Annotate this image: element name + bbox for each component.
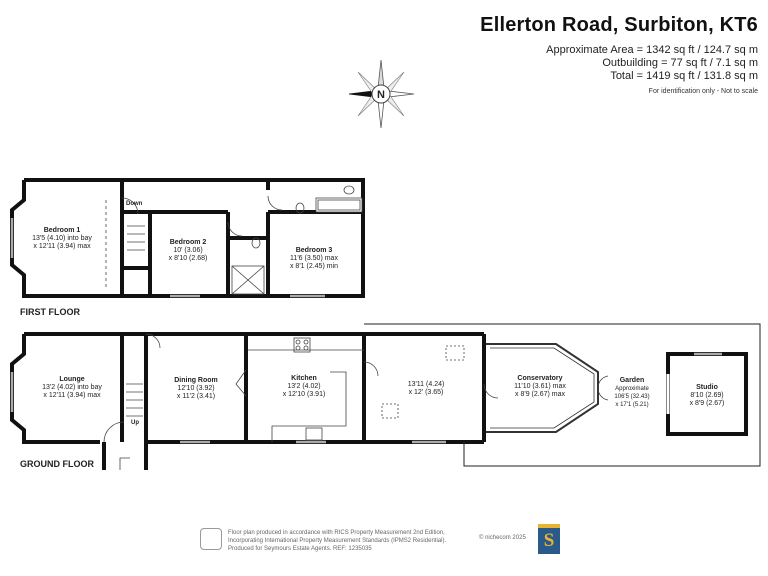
first-floor-fixtures xyxy=(105,185,363,295)
room-name: Bedroom 1 xyxy=(44,227,81,234)
first-floor-label: FIRST FLOOR xyxy=(20,307,80,317)
ground-floor-fixtures xyxy=(103,333,609,470)
room-name: Lounge xyxy=(59,376,84,383)
room-dims: 12'10 (3.92) xyxy=(177,385,214,392)
property-title: Ellerton Road, Surbiton, KT6 xyxy=(480,14,758,36)
agent-logo: S xyxy=(538,524,560,554)
room-garden: Garden Approximate 106'5 (32.43) x 17'1 … xyxy=(614,377,649,408)
measurement-standard-icon xyxy=(200,528,222,550)
copyright: © nichecom 2025 xyxy=(479,535,526,541)
room-name: Kitchen xyxy=(291,375,317,382)
room-bedroom-2: Bedroom 2 10' (3.06) x 8'10 (2.68) xyxy=(169,239,208,262)
scale-disclaimer: For identification only - Not to scale xyxy=(648,88,758,95)
room-dims: x 8'9 (2.67) xyxy=(690,400,725,407)
room-dims: 10' (3.06) xyxy=(173,247,202,254)
room-dims: 11'6 (3.50) max xyxy=(290,255,338,262)
room-dims: Approximate xyxy=(615,386,649,392)
room-dims: x 17'1 (5.21) xyxy=(615,402,648,408)
room-dims: 13'11 (4.24) xyxy=(408,381,445,388)
room-dims: 8'10 (2.69) xyxy=(690,392,723,399)
approximate-area: Approximate Area = 1342 sq ft / 124.7 sq… xyxy=(546,44,758,56)
room-name: Bedroom 2 xyxy=(170,239,207,246)
room-dims: 13'2 (4.02) xyxy=(287,383,320,390)
ground-floor-windows xyxy=(10,352,722,444)
room-dims: 13'2 (4.02) into bay xyxy=(42,384,102,391)
room-name: Studio xyxy=(696,384,718,391)
room-dims: x 12'11 (3.94) max xyxy=(33,243,91,250)
stair-up-label: Up xyxy=(131,420,139,426)
first-floor-plan xyxy=(10,178,365,298)
compass-north-label: N xyxy=(377,89,385,101)
room-dims: x 8'1 (2.45) min xyxy=(290,263,338,270)
footer-line: Incorporating International Property Mea… xyxy=(228,538,447,544)
room-conservatory: Conservatory 11'10 (3.61) max x 8'9 (2.6… xyxy=(514,375,566,398)
room-dims: 106'5 (32.43) xyxy=(614,394,649,400)
room-dims: x 8'10 (2.68) xyxy=(169,255,208,262)
ground-floor-label: GROUND FLOOR xyxy=(20,459,94,469)
room-dims: x 12'11 (3.94) max xyxy=(43,392,101,399)
room-dims: x 12'10 (3.91) xyxy=(283,391,326,398)
room-kitchen: Kitchen 13'2 (4.02) x 12'10 (3.91) xyxy=(283,375,326,398)
room-studio: Studio 8'10 (2.69) x 8'9 (2.67) xyxy=(690,384,725,407)
first-floor-windows xyxy=(10,218,325,298)
room-dims: x 8'9 (2.67) max xyxy=(515,391,565,398)
room-dims: x 12' (3.65) xyxy=(409,389,444,396)
room-name: Garden xyxy=(620,377,645,384)
stair-down-label: Down xyxy=(126,201,143,207)
footer-line: Produced for Seymours Estate Agents. REF… xyxy=(228,546,372,552)
ground-floor-plan xyxy=(10,332,486,470)
room-dims: x 11'2 (3.41) xyxy=(177,393,215,400)
room-name: Dining Room xyxy=(174,377,218,384)
room-name: Bedroom 3 xyxy=(296,247,333,254)
room-lounge: Lounge 13'2 (4.02) into bay x 12'11 (3.9… xyxy=(42,376,102,399)
room-dims: 11'10 (3.61) max xyxy=(514,383,566,390)
outbuilding-area: Outbuilding = 77 sq ft / 7.1 sq m xyxy=(602,57,758,69)
room-dims: 13'5 (4.10) into bay xyxy=(32,235,92,242)
footer-line: Floor plan produced in accordance with R… xyxy=(228,530,445,536)
total-area: Total = 1419 sq ft / 131.8 sq m xyxy=(610,70,758,82)
room-extension: 13'11 (4.24) x 12' (3.65) xyxy=(408,381,445,396)
room-name: Conservatory xyxy=(517,375,562,382)
footer-note: Floor plan produced in accordance with R… xyxy=(228,529,446,553)
room-bedroom-3: Bedroom 3 11'6 (3.50) max x 8'1 (2.45) m… xyxy=(290,247,338,270)
room-bedroom-1: Bedroom 1 13'5 (4.10) into bay x 12'11 (… xyxy=(32,227,92,250)
compass-rose-icon: N xyxy=(348,59,415,129)
garden-boundary xyxy=(364,323,761,467)
room-dining-room: Dining Room 12'10 (3.92) x 11'2 (3.41) xyxy=(174,377,218,400)
